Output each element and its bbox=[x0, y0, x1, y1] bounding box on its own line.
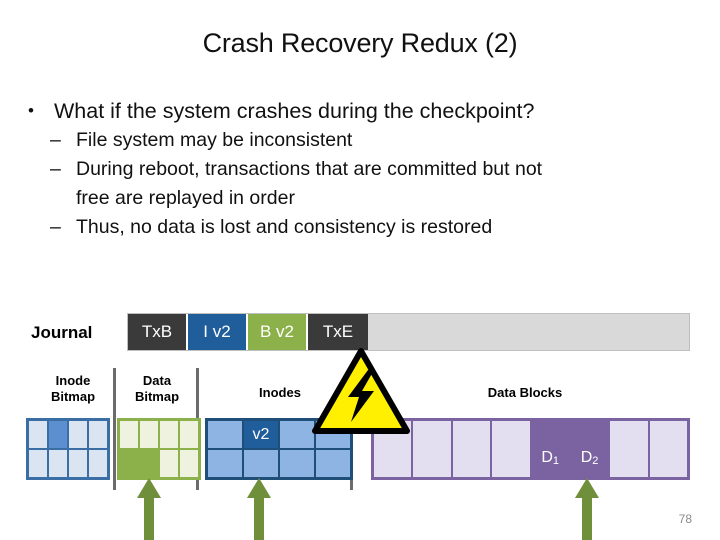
inodes-cell bbox=[208, 450, 242, 477]
label-data-blocks: Data Blocks bbox=[487, 385, 563, 400]
region-separator bbox=[113, 368, 116, 490]
inode-bitmap-cell bbox=[49, 421, 67, 448]
label-inode-bitmap: Inode Bitmap bbox=[34, 373, 112, 405]
label-data-bitmap: Data Bitmap bbox=[118, 373, 196, 405]
bullet-marker: • bbox=[28, 101, 34, 120]
bullet-marker: – bbox=[50, 216, 61, 238]
label-line-1: Data bbox=[142, 373, 172, 388]
journal-cell-txe: TxE bbox=[308, 314, 368, 350]
inode-bitmap-cell bbox=[89, 421, 107, 448]
inodes-cell bbox=[280, 421, 314, 448]
data-blocks-cell bbox=[413, 421, 451, 477]
inodes-cell bbox=[316, 450, 350, 477]
bullet-item-level2: – During reboot, transactions that are c… bbox=[0, 155, 720, 213]
data-bitmap-cell bbox=[160, 450, 178, 477]
inodes-cell-label: v2 bbox=[252, 425, 270, 443]
inode-bitmap-cell bbox=[69, 421, 87, 448]
page-title: Crash Recovery Redux (2) bbox=[202, 28, 518, 58]
journal-bar: TxB I v2 B v2 TxE bbox=[127, 313, 690, 351]
bullet-marker: – bbox=[50, 158, 61, 180]
inode-bitmap-cell bbox=[69, 450, 87, 477]
data-bitmap-cell bbox=[180, 450, 198, 477]
data-blocks-cell-label-subscript: 1 bbox=[552, 455, 560, 467]
data-blocks-cell-label-subscript: 2 bbox=[592, 455, 599, 467]
label-line-1: Inode bbox=[55, 373, 91, 388]
arrow-data-bitmap bbox=[137, 478, 161, 540]
data-bitmap-cell bbox=[120, 421, 138, 448]
label-inodes: Inodes bbox=[259, 385, 301, 400]
bullet-text: During reboot, transactions that are com… bbox=[76, 158, 543, 180]
bullet-text: What if the system crashes during the ch… bbox=[54, 99, 535, 123]
crash-warning-icon bbox=[312, 348, 410, 434]
bullet-text: File system may be inconsistent bbox=[76, 129, 353, 151]
journal-cell-inode: I v2 bbox=[188, 314, 248, 350]
data-blocks-cell-label: D bbox=[541, 449, 553, 466]
journal-label: Journal bbox=[31, 323, 93, 342]
bullet-text-continuation: free are replayed in order bbox=[76, 187, 295, 209]
bullet-list: • What if the system crashes during the … bbox=[0, 96, 720, 242]
bullet-item-level2: – File system may be inconsistent bbox=[0, 126, 720, 155]
inodes-cell bbox=[244, 450, 278, 477]
data-bitmap-cell bbox=[140, 421, 158, 448]
data-bitmap-cell bbox=[120, 450, 138, 477]
label-line-2: Bitmap bbox=[50, 389, 96, 404]
data-bitmap-cell bbox=[140, 450, 158, 477]
data-blocks-cell bbox=[610, 421, 648, 477]
journal-cell-txb: TxB bbox=[128, 314, 188, 350]
arrow-inodes bbox=[247, 478, 271, 540]
inodes-cell bbox=[208, 421, 242, 448]
inodes-cell: v2 bbox=[244, 421, 278, 448]
data-blocks-cell-label: D bbox=[580, 449, 593, 466]
journal-cell-empty bbox=[368, 314, 689, 350]
data-bitmap-cell bbox=[180, 421, 198, 448]
page-number: 78 bbox=[678, 512, 692, 526]
bullet-item-level1: • What if the system crashes during the … bbox=[0, 96, 720, 126]
bullet-item-level2: – Thus, no data is lost and consistency … bbox=[0, 213, 720, 242]
inode-bitmap-cell bbox=[29, 421, 47, 448]
data-blocks-cell bbox=[452, 421, 491, 477]
bullet-text: Thus, no data is lost and consistency is… bbox=[76, 216, 493, 238]
inode-bitmap-cell bbox=[89, 450, 107, 477]
label-line-2: Bitmap bbox=[134, 389, 180, 404]
data-bitmap-cell bbox=[160, 421, 178, 448]
data-bitmap-grid bbox=[117, 418, 201, 480]
inode-bitmap-cell bbox=[29, 450, 47, 477]
data-blocks-cell bbox=[649, 421, 687, 477]
data-blocks-cell bbox=[492, 421, 530, 477]
inode-bitmap-cell bbox=[49, 450, 67, 477]
arrow-data-block bbox=[575, 478, 599, 540]
inode-bitmap-grid bbox=[26, 418, 110, 480]
journal-cell-bitmap: B v2 bbox=[248, 314, 308, 350]
inodes-cell bbox=[280, 450, 314, 477]
bullet-marker: – bbox=[50, 129, 61, 151]
